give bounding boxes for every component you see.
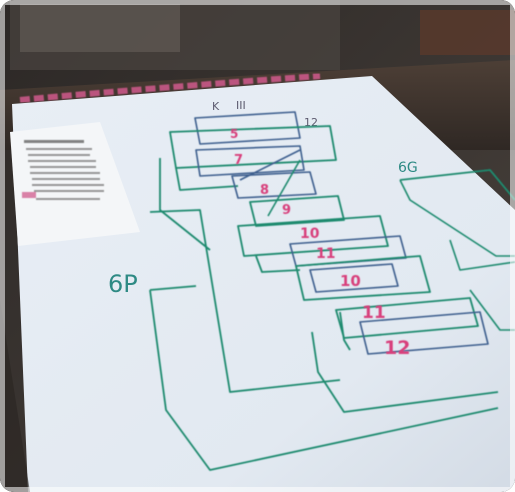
node-number: 11 — [316, 246, 335, 262]
window-light — [20, 4, 180, 52]
edge-shadow — [0, 300, 30, 492]
bracket-node-numbers: 5 7 8 9 10 11 10 11 12 — [230, 127, 410, 359]
top-number-1: K — [212, 100, 220, 113]
node-number: 5 — [230, 127, 238, 141]
node-number: 11 — [362, 303, 386, 323]
group-label-6g: 6G — [398, 160, 418, 176]
printed-sheet-text — [22, 140, 104, 200]
node-number: 10 — [340, 272, 361, 290]
node-number: 9 — [282, 203, 291, 218]
poster-title — [19, 73, 321, 103]
bracket-diagram — [149, 111, 515, 471]
top-number-2: III — [236, 99, 246, 112]
background-object — [420, 10, 515, 55]
node-number: 10 — [300, 226, 320, 242]
node-number: 7 — [234, 153, 243, 168]
group-label-6p: 6P — [108, 270, 138, 298]
node-number: 8 — [260, 183, 269, 198]
poster-paper — [12, 76, 515, 492]
node-number: 12 — [384, 337, 410, 359]
